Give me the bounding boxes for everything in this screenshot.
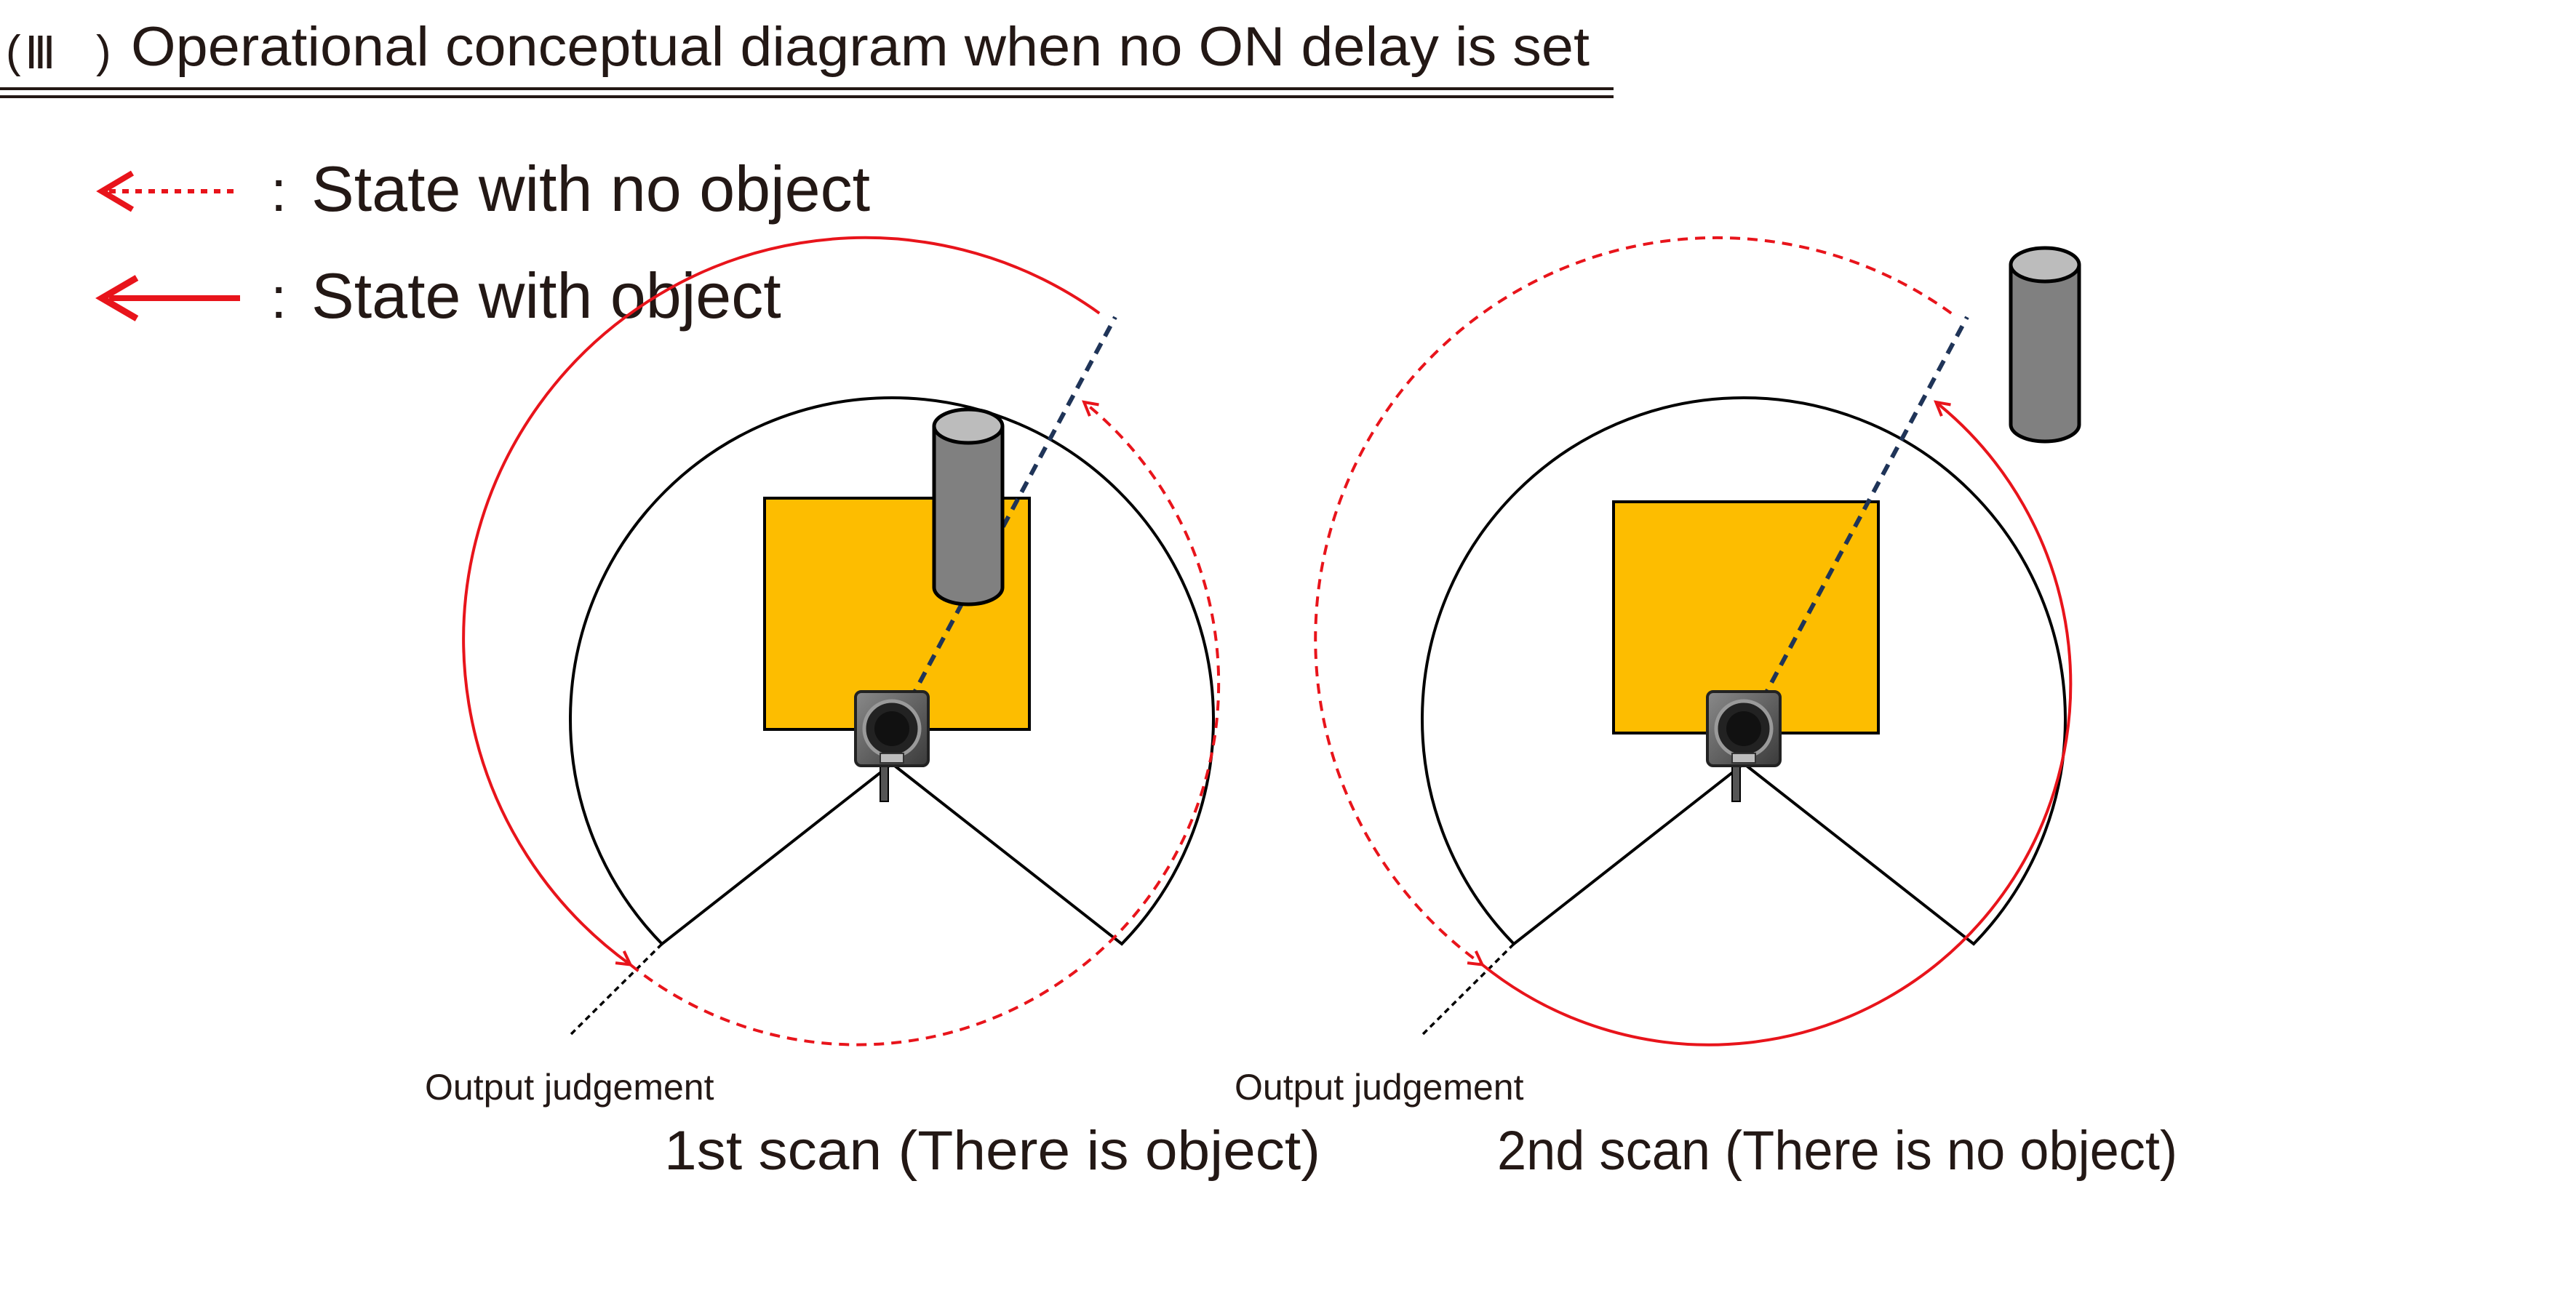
scan-2-scan-line: [1742, 316, 1969, 736]
header-close-paren: ): [96, 27, 111, 77]
scan-2-object-cylinder: [2009, 246, 2081, 444]
scan-2-sensor-icon: [1706, 690, 1782, 802]
scan-1-sensor-icon: [854, 690, 930, 802]
scan-1-detection-area: [569, 396, 1215, 946]
scan-1-diagram: Output judgement 1st scan (There is obje…: [425, 236, 1320, 1182]
scan-1-arc-with-object: [462, 236, 1101, 965]
scan-2-detection-area: [1421, 396, 2067, 946]
scan-2-diagram: Output judgement 2nd scan (There is no o…: [1235, 236, 2177, 1182]
scan-2-output-judgement-line: [1421, 942, 1515, 1036]
legend-colon-2: :: [271, 265, 287, 330]
header: ( Ⅲ ) Operational conceptual diagram whe…: [0, 16, 1614, 98]
scan-2-arc-with-object: [1481, 402, 2073, 1046]
scan-1-caption: 1st scan (There is object): [664, 1120, 1320, 1182]
scan-2-arc-no-object: [1314, 236, 1953, 965]
legend-dotted-arrow-icon: [96, 170, 240, 212]
scan-2-caption: 2nd scan (There is no object): [1497, 1120, 2177, 1182]
header-roman-numeral: Ⅲ: [25, 29, 56, 79]
header-open-paren: (: [6, 27, 21, 77]
legend-with-object-label: State with object: [311, 260, 781, 332]
scan-1-object-cylinder: [932, 407, 1005, 607]
scan-2-output-judgement-label: Output judgement: [1235, 1067, 1524, 1108]
legend: : State with no object : State with obje…: [95, 153, 870, 332]
scan-1-arc-no-object: [629, 402, 1221, 1046]
legend-solid-arrow-icon: [95, 275, 240, 321]
scan-1-output-judgement-label: Output judgement: [425, 1067, 714, 1108]
legend-colon-1: :: [271, 159, 287, 223]
header-title: Operational conceptual diagram when no O…: [131, 16, 1590, 78]
legend-no-object-label: State with no object: [311, 153, 870, 225]
scan-1-output-judgement-line: [570, 942, 663, 1036]
